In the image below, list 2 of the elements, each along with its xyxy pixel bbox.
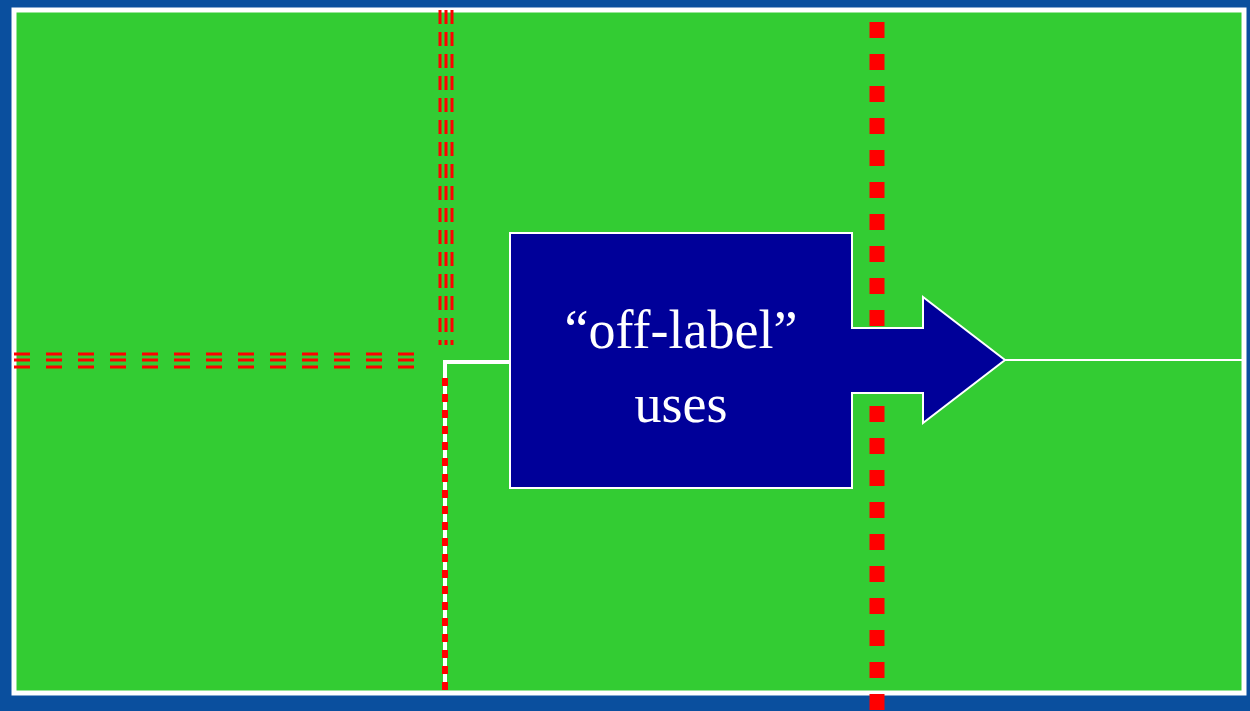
arrow-callout [510,233,1005,488]
callout-text: “off-label” uses [563,299,799,436]
